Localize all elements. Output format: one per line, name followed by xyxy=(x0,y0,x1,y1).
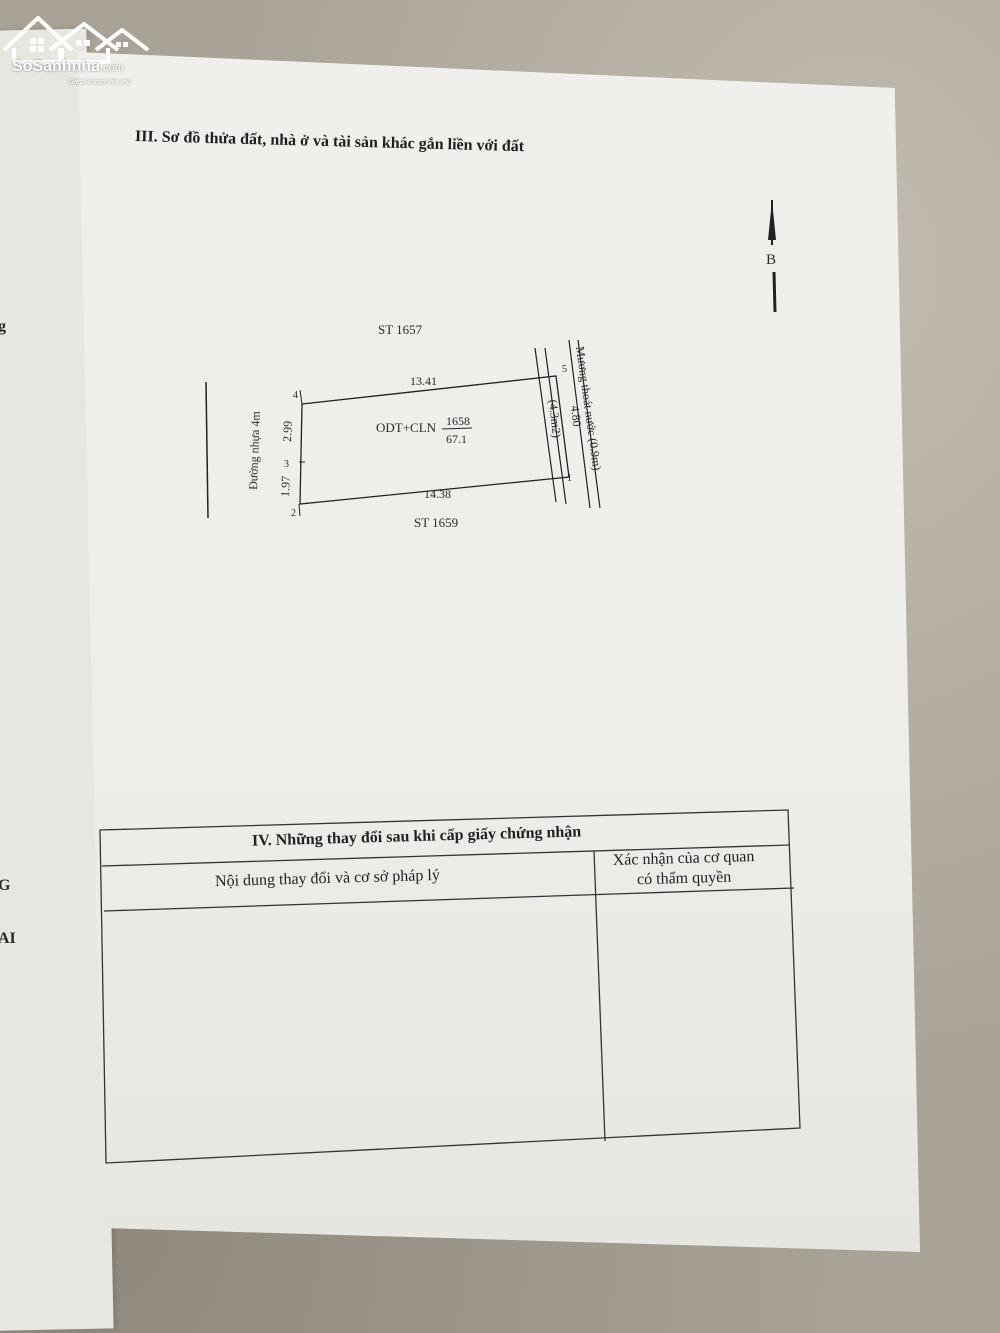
ditch-line xyxy=(577,339,601,509)
house-logo-icon xyxy=(2,16,150,64)
edge-right-length: 4.80 xyxy=(568,405,584,427)
point-label: 4 xyxy=(293,390,298,401)
column-header-authority-line2: có thẩm quyền xyxy=(636,868,732,889)
column-header-authority: Xác nhận của cơ quan có thẩm quyền xyxy=(612,847,755,891)
table-outer-border xyxy=(99,809,801,1164)
edge-left-lower-length: 1.97 xyxy=(278,476,293,497)
parcel-fraction-line xyxy=(441,427,473,430)
ditch-line xyxy=(568,339,591,509)
road-label: Đường nhựa 4m xyxy=(246,410,263,490)
parcel-number: 1658 xyxy=(446,414,470,428)
edge-bottom-length: 14.38 xyxy=(424,487,451,501)
table-column-divider xyxy=(593,850,606,1142)
neighbor-bottom-label: ST 1659 xyxy=(414,515,458,530)
certificate-page xyxy=(78,52,920,1252)
watermark-logo xyxy=(0,8,160,98)
ditch-line xyxy=(544,347,567,505)
parcel-area: 67.1 xyxy=(446,432,467,446)
land-use-code: ODT+CLN xyxy=(376,420,437,435)
point-label: 5 xyxy=(562,364,567,375)
point-label: 1 xyxy=(567,473,572,484)
table-row-divider xyxy=(101,844,791,867)
edge-top-length: 13.41 xyxy=(410,374,437,388)
adjacent-page-letter: AI xyxy=(0,930,16,947)
neighbor-top-label: ST 1657 xyxy=(378,322,423,337)
point-label: 3 xyxy=(284,459,289,470)
watermark-brand: SoSanhnha.com xyxy=(12,58,124,75)
point-label: 2 xyxy=(291,508,296,519)
adjacent-page-letter: g xyxy=(0,318,6,335)
adjacent-page-letter: G xyxy=(0,877,11,894)
watermark-tagline: Great choice for you xyxy=(68,79,132,86)
column-header-authority-line1: Xác nhận của cơ quan xyxy=(612,848,755,869)
table-header-divider xyxy=(103,887,795,912)
edge-left-upper-length: 2.99 xyxy=(280,421,295,442)
north-label: B xyxy=(766,252,776,268)
north-arrow-icon xyxy=(768,200,777,313)
ditch-area: (4.3m2) xyxy=(546,399,564,439)
road-edge-line xyxy=(205,381,209,519)
parcel-boundary xyxy=(299,375,570,505)
ditch-line xyxy=(534,347,557,503)
